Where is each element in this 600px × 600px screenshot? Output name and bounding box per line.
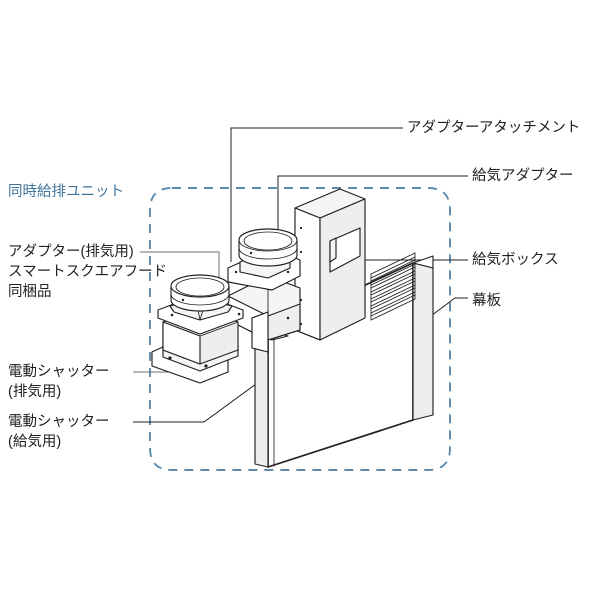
exhaust-adapter-part [151,274,244,384]
label-front-panel: 幕板 [472,293,501,309]
label-adapter-exhaust-line-3: 同梱品 [8,284,52,300]
label-supply-adapter: 給気アダプター [472,168,574,184]
electric-shutter-supply-part [251,311,301,353]
group-boundary-dashed-box [149,187,451,471]
label-electric-shutter-supply: 電動シャッター (給気用) [8,412,110,452]
label-adapter-exhaust: アダプター(排気用) スマートスクエアフード 同梱品 [8,242,167,302]
label-adapter-exhaust-line-2: スマートスクエアフード [8,264,168,280]
group-label-simultaneous-unit: 同時給排ユニット [8,184,124,200]
label-adapter-exhaust-line-1: アダプター(排気用) [8,244,134,260]
louver-grille [370,252,416,321]
label-electric-shutter-exhaust-line-1: 電動シャッター [8,364,110,380]
supply-adapter-part [227,228,301,291]
label-supply-box: 給気ボックス [472,252,559,268]
label-electric-shutter-exhaust: 電動シャッター (排気用) [8,362,110,402]
label-adapter-attachment: アダプターアタッチメント [407,120,581,136]
label-electric-shutter-supply-line-1: 電動シャッター [8,414,110,430]
supply-box-part [294,188,366,341]
label-electric-shutter-exhaust-line-2: (排気用) [8,384,62,400]
label-electric-shutter-supply-line-2: (給気用) [8,434,62,450]
